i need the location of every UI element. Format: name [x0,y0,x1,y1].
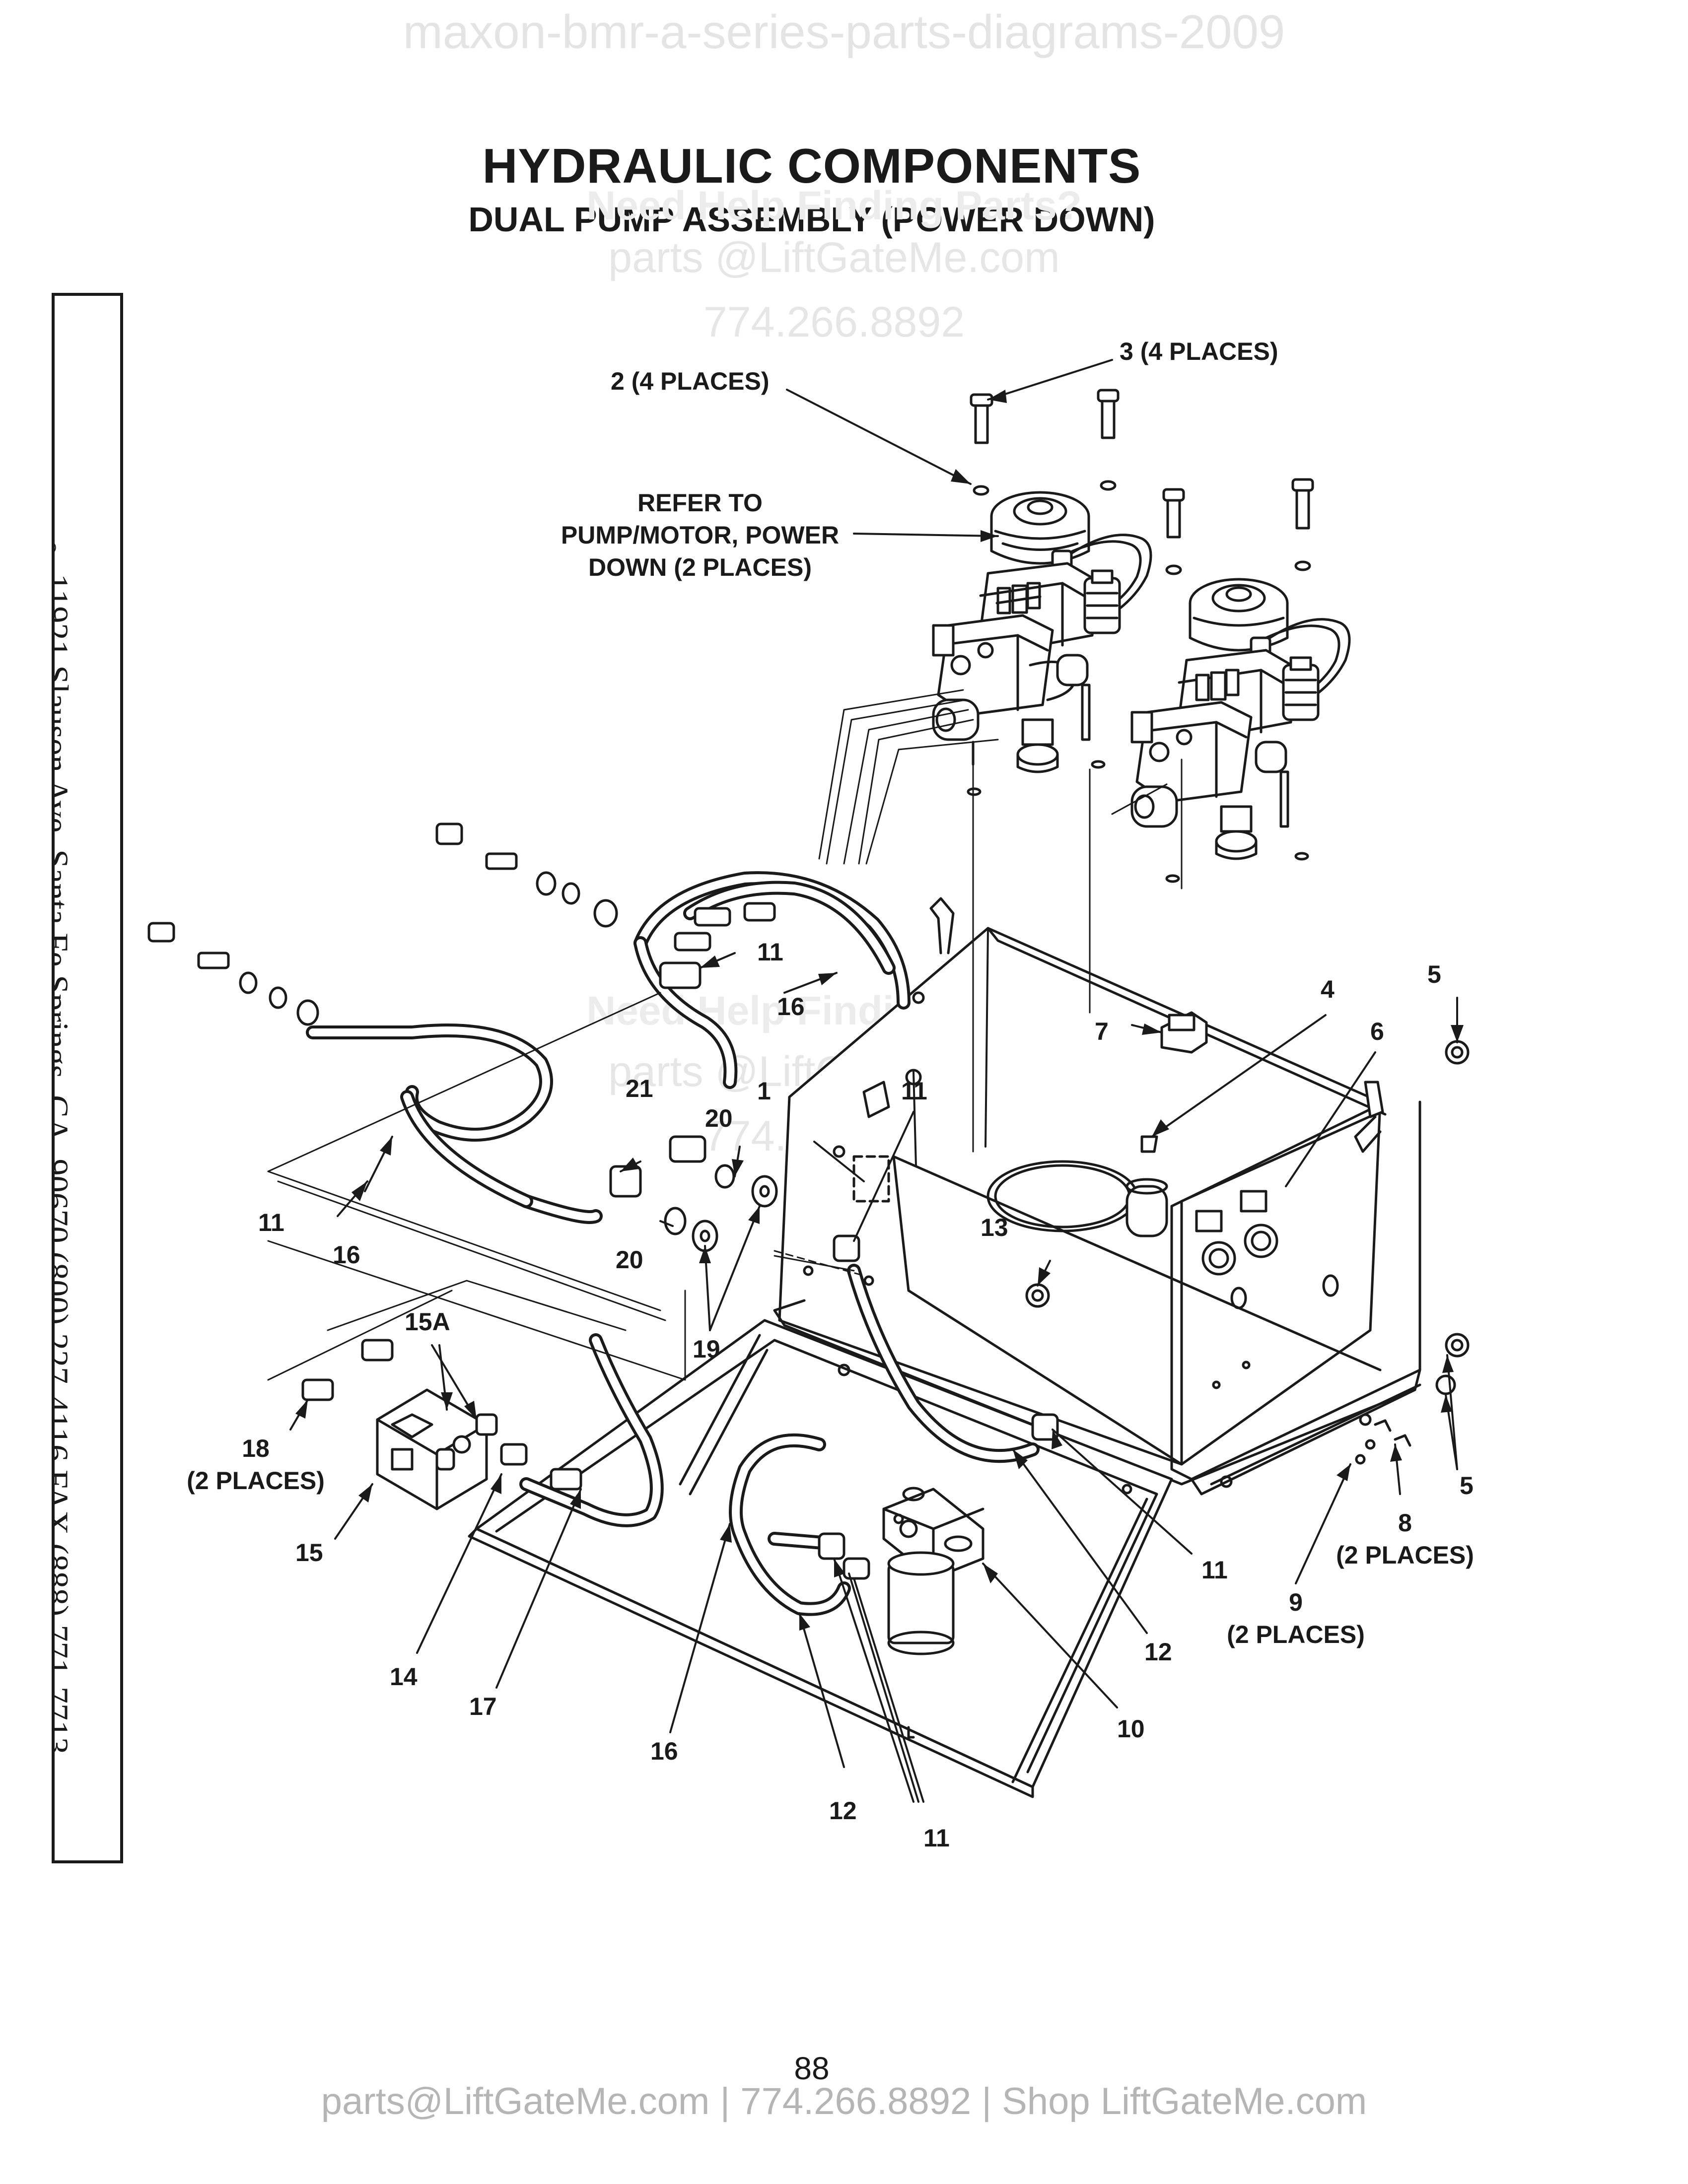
callout-16-left: 16 [333,1241,360,1269]
watermark-document-title: maxon-bmr-a-series-parts-diagrams-2009 [403,5,1285,59]
callout-8: 8 [1398,1509,1412,1537]
callout-14: 14 [390,1663,418,1691]
callout-11-tank: 11 [901,1077,927,1105]
callout-2: 2 (4 PLACES) [611,367,770,395]
callout-refer-1: REFER TO [637,489,763,517]
callout-11-left: 11 [258,1209,284,1236]
callout-3: 3 (4 PLACES) [1120,338,1278,365]
watermark-phone: 774.266.8892 [703,298,965,346]
callout-9-places: (2 PLACES) [1227,1621,1365,1648]
callout-labels: 2 (4 PLACES) 3 (4 PLACES) REFER TO PUMP/… [187,338,1474,1852]
maxon-sidebar: MAXON® 11921 Slauson Ave. Santa Fe Sprin… [52,293,123,1863]
watermark-email: parts @LiftGateMe.com [608,234,1060,281]
callout-12-bottom: 12 [829,1797,857,1825]
callout-16-upper: 16 [777,993,805,1021]
callout-19: 19 [693,1335,720,1363]
callout-20-upper: 20 [705,1104,733,1132]
callout-11-bottom: 11 [923,1824,950,1852]
callout-16-bottom: 16 [650,1737,678,1765]
callout-7: 7 [1095,1018,1109,1045]
callout-18: 18 [242,1434,270,1462]
callout-21: 21 [626,1075,653,1102]
page-subtitle: DUAL PUMP ASSEMBLY (POWER DOWN) [468,200,1155,239]
callout-17: 17 [469,1693,497,1720]
callout-8-places: (2 PLACES) [1336,1541,1474,1569]
phantom-lines [267,689,1183,1381]
callout-5-top: 5 [1427,960,1441,988]
hydraulic-hoses [306,871,1040,1616]
callout-13: 13 [981,1214,1008,1241]
callout-refer-2: PUMP/MOTOR, POWER [561,521,839,549]
callout-11-tray: 11 [1201,1556,1228,1584]
page-number: 88 [794,2050,830,2086]
callout-1: 1 [757,1077,771,1105]
leader-arrowheads [295,390,1464,1631]
callout-9: 9 [1289,1588,1303,1616]
pump-motor-assembly-2 [1130,478,1351,883]
callout-10: 10 [1117,1715,1145,1743]
callout-6: 6 [1370,1018,1384,1045]
watermark-help: Need Help Finding Parts? [586,183,1082,228]
callout-11-upper: 11 [757,938,783,966]
fittings [147,822,1470,1580]
pump-motor-assembly-1 [932,389,1152,796]
callout-20-lower: 20 [616,1246,643,1274]
callout-refer-3: DOWN (2 PLACES) [588,553,812,581]
footer-contact: parts@LiftGateMe.com | 774.266.8892 | Sh… [321,2080,1367,2122]
callout-4: 4 [1321,975,1335,1003]
callout-15: 15 [295,1539,323,1567]
callout-12-right: 12 [1144,1638,1172,1666]
manifold-block [376,1388,498,1510]
callout-5-bottom: 5 [1460,1472,1474,1500]
callout-15a: 15A [405,1308,450,1336]
callout-18-places: (2 PLACES) [187,1467,325,1495]
page-title: HYDRAULIC COMPONENTS [482,138,1141,193]
return-filter-assembly [882,1487,985,1655]
